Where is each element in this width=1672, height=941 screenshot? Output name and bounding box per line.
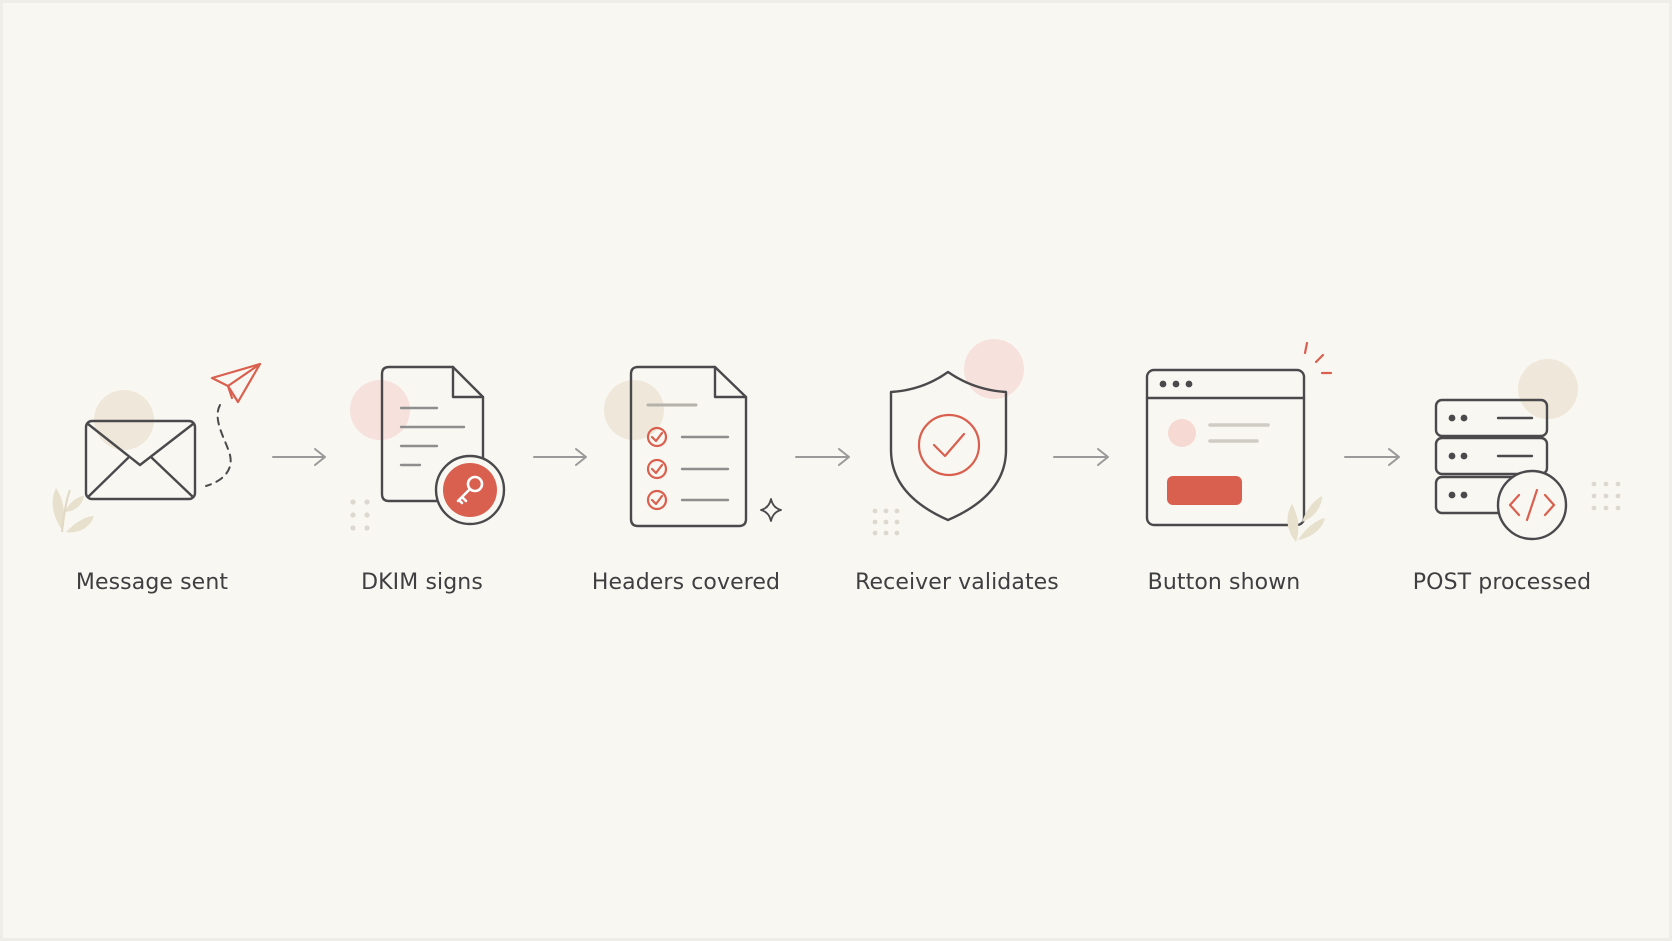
browser-window-button-icon: [1145, 341, 1333, 542]
checklist-item: [646, 426, 730, 448]
checklist-document-icon: [604, 365, 782, 528]
step-label-dkim-signs: DKIM signs: [361, 570, 483, 595]
step-label-message-sent: Message sent: [75, 570, 229, 595]
paper-plane-icon: [210, 362, 262, 404]
server-unit: [1434, 436, 1549, 476]
checklist-item: [646, 458, 730, 480]
step-label-button-shown: Button shown: [1147, 570, 1301, 595]
checklist-item: [646, 489, 730, 511]
key-icon: [434, 454, 506, 526]
sparkle-icon: [760, 498, 782, 522]
dot-grid-decoration: [350, 499, 370, 531]
code-icon: [1496, 469, 1568, 541]
sparkle-lines-decoration: [1303, 341, 1333, 375]
server-unit: [1434, 398, 1549, 438]
flow-arrow: [272, 448, 326, 466]
dot-grid-decoration: [872, 508, 900, 536]
envelope-paper-plane-icon: [52, 362, 262, 533]
server-code-icon: [1434, 359, 1621, 541]
step-label-receiver-validates: Receiver validates: [855, 570, 1059, 595]
flow-arrow: [533, 448, 587, 466]
dot-grid-decoration: [1591, 481, 1621, 511]
leaf-decoration: [52, 488, 94, 533]
action-button-shape: [1167, 476, 1242, 505]
leaf-decoration: [1287, 496, 1325, 542]
flow-arrow: [1344, 448, 1400, 466]
step-label-headers-covered: Headers covered: [591, 570, 781, 595]
shield-check-icon: [872, 339, 1024, 536]
step-label-post-processed: POST processed: [1412, 570, 1592, 595]
document-key-icon: [350, 365, 506, 531]
flow-arrow: [1053, 448, 1109, 466]
flow-arrow: [795, 448, 850, 466]
